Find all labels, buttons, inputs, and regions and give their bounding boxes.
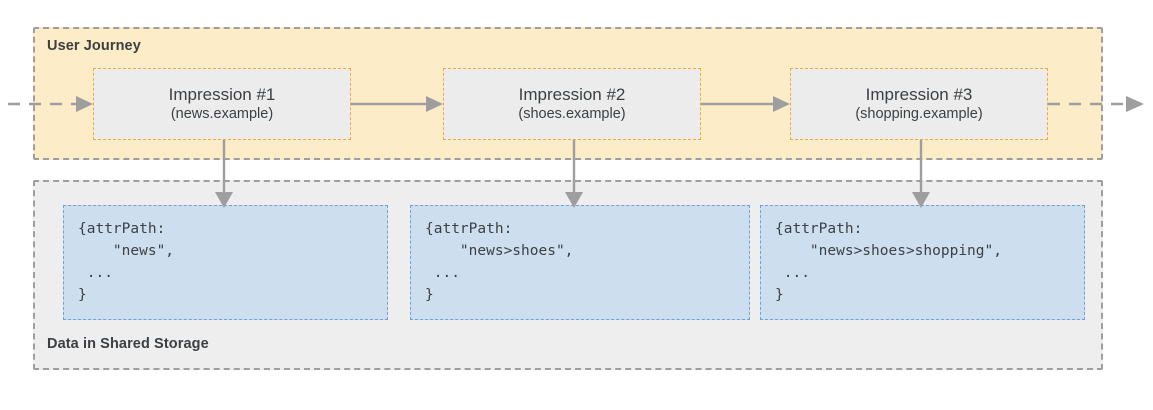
shared-storage-data-code-1: {attrPath: "news", ... }	[78, 221, 175, 304]
impression-node-1-title: Impression #1	[168, 84, 276, 104]
impression-3-to-storage-arrow	[912, 140, 930, 208]
shared-storage-data-box-1: {attrPath: "news", ... }	[63, 205, 388, 320]
shared-storage-data-box-2: {attrPath: "news>shoes", ... }	[410, 205, 750, 320]
impression-1-to-storage-arrow	[215, 140, 233, 208]
impression-node-2-title: Impression #2	[518, 84, 626, 104]
impression-node-3-title: Impression #3	[865, 84, 973, 104]
shared-storage-data-box-3: {attrPath: "news>shoes>shopping", ... }	[760, 205, 1085, 320]
impression-node-2-subtitle: (shoes.example)	[518, 106, 626, 123]
journey-entry-arrow	[8, 96, 93, 112]
shared-storage-label: Data in Shared Storage	[47, 336, 209, 352]
journey-exit-arrow	[1048, 96, 1144, 112]
impression-node-3-subtitle: (shopping.example)	[855, 106, 983, 123]
impression-node-2[interactable]: Impression #2 (shoes.example)	[443, 68, 701, 140]
shared-storage-data-code-2: {attrPath: "news>shoes", ... }	[425, 221, 574, 304]
shared-storage-data-code-3: {attrPath: "news>shoes>shopping", ... }	[775, 221, 1002, 304]
impression-node-1-subtitle: (news.example)	[170, 106, 274, 123]
impression-2-to-3-arrow	[701, 96, 790, 112]
impression-node-3[interactable]: Impression #3 (shopping.example)	[790, 68, 1048, 140]
user-journey-label: User Journey	[47, 38, 141, 54]
impression-2-to-storage-arrow	[565, 140, 583, 208]
impression-1-to-2-arrow	[351, 96, 443, 112]
impression-node-1[interactable]: Impression #1 (news.example)	[93, 68, 351, 140]
